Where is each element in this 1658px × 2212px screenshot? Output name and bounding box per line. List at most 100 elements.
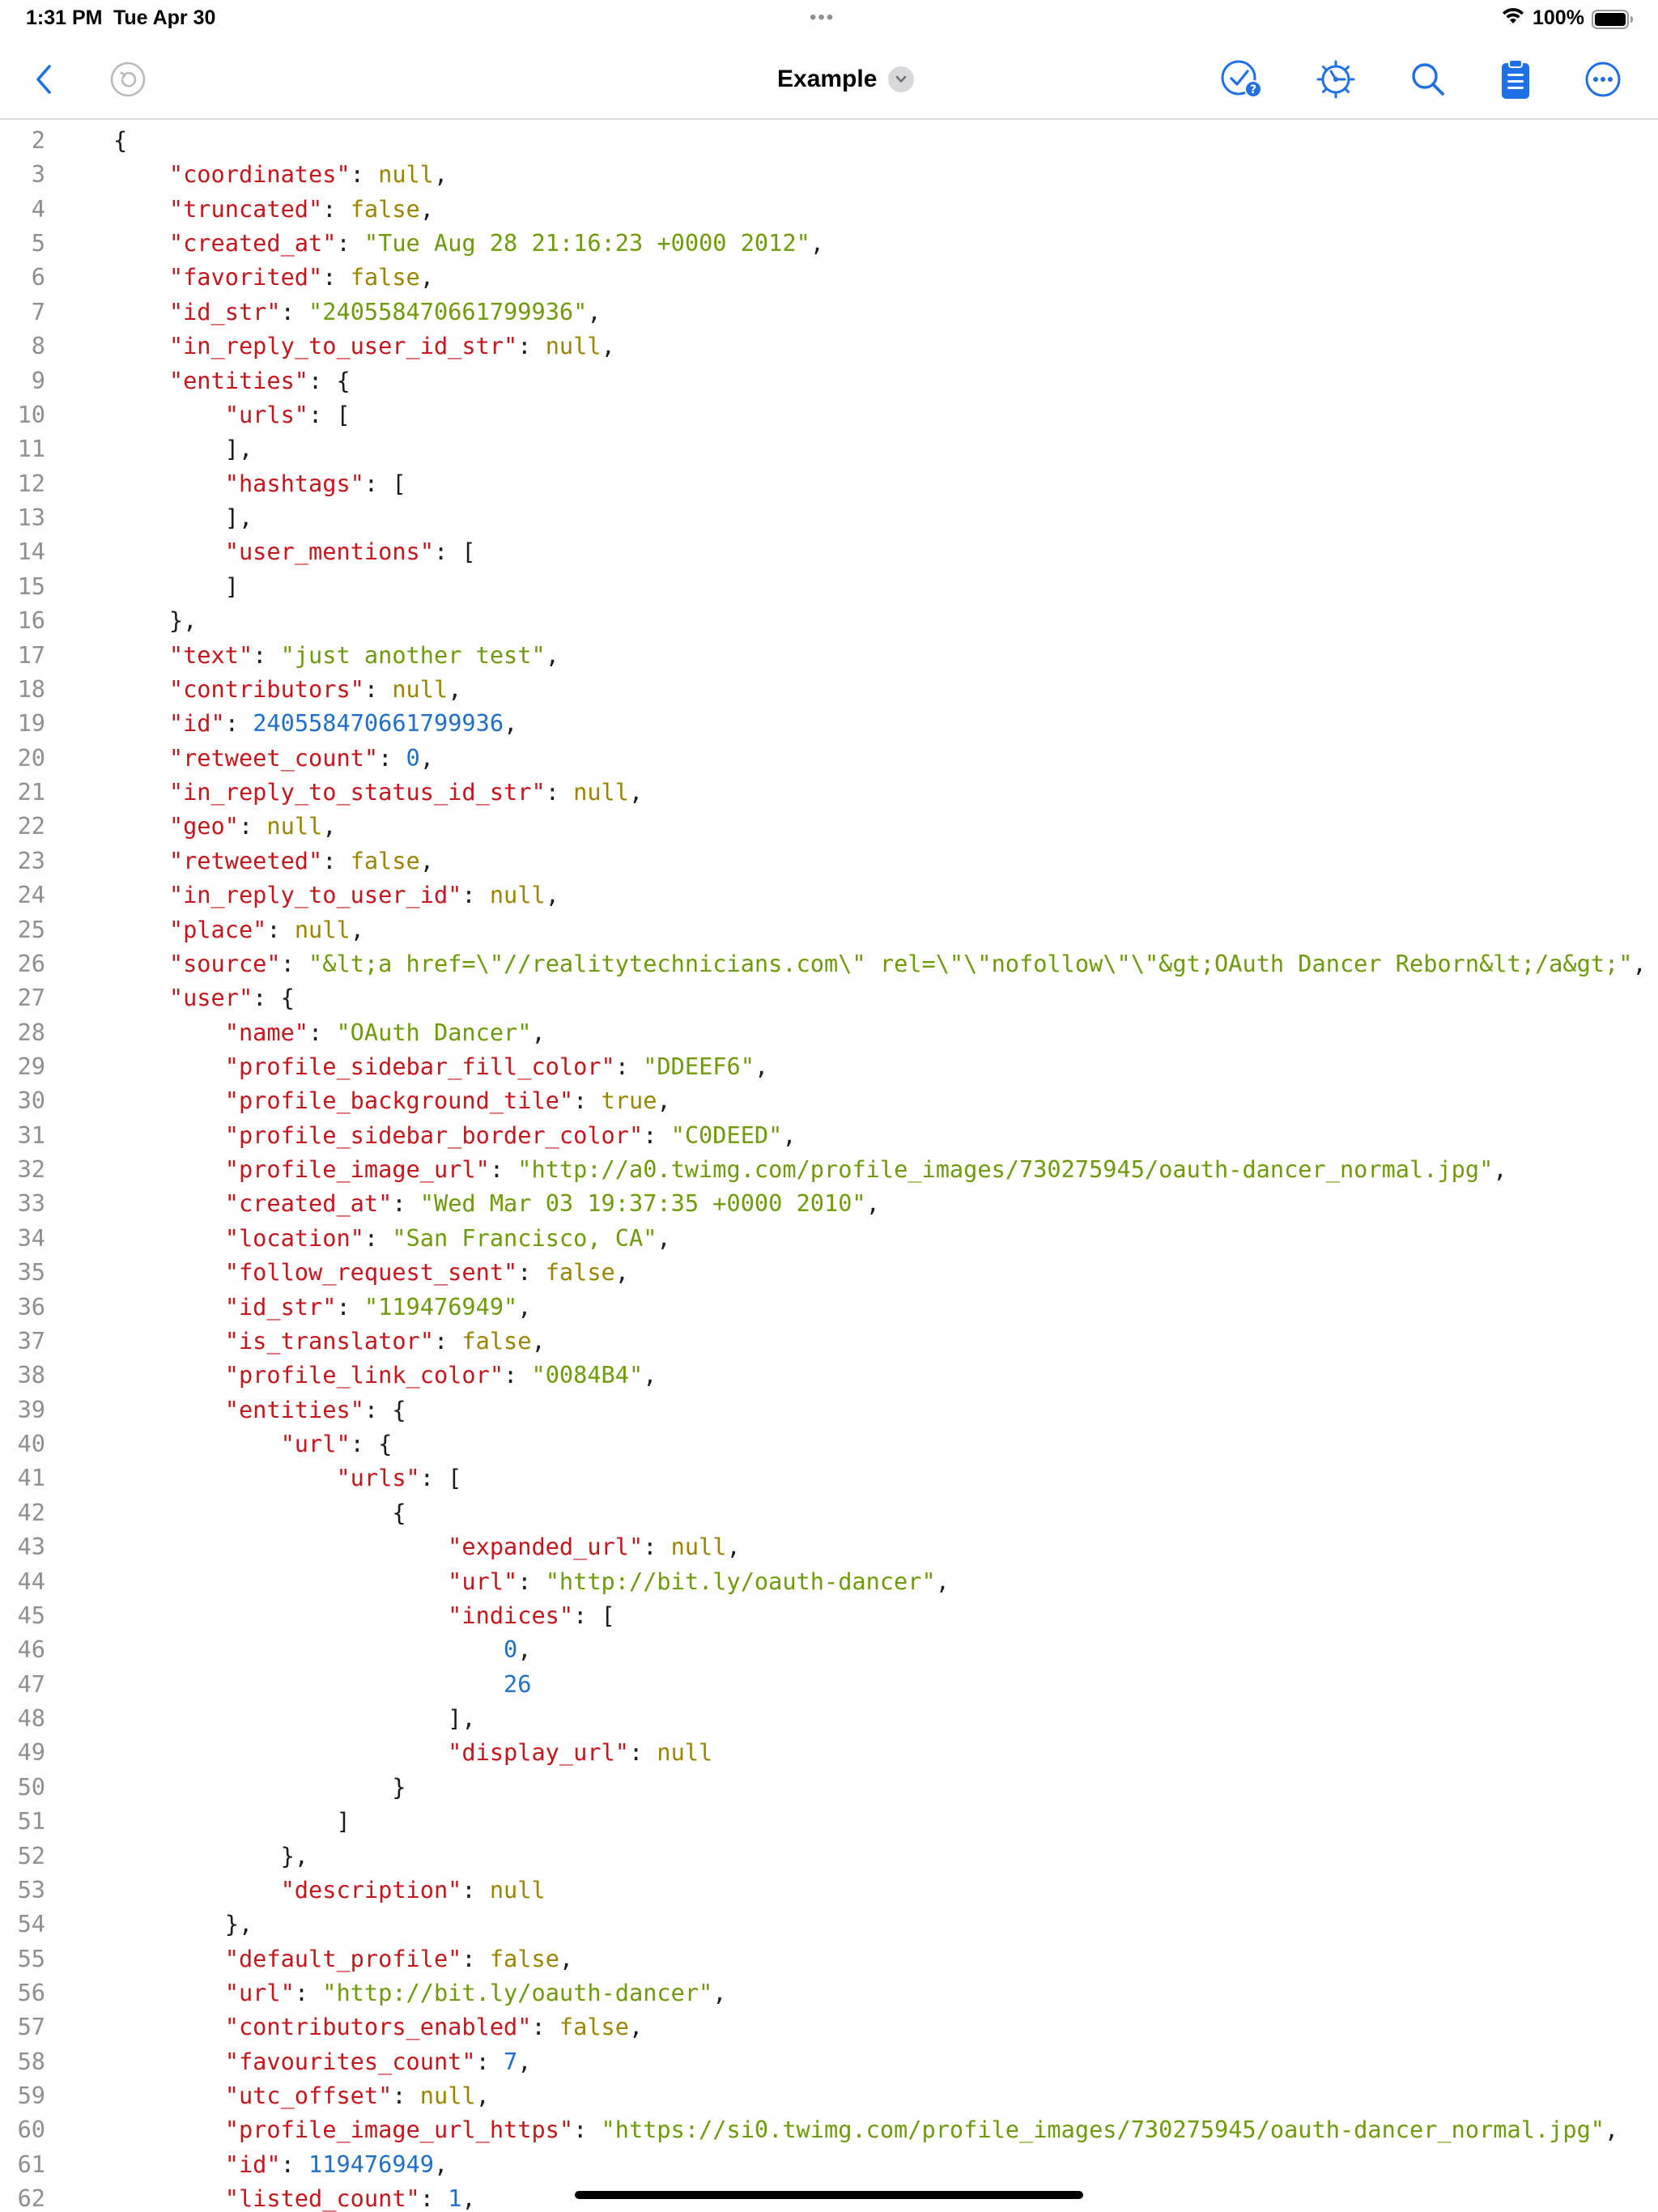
settings-button[interactable] xyxy=(1313,57,1358,102)
code-text[interactable]: "url": { xyxy=(113,1427,393,1461)
code-text[interactable]: "in_reply_to_user_id": null, xyxy=(113,878,559,912)
code-line[interactable]: 26 "source": "&lt;a href=\"//realitytech… xyxy=(0,946,1658,981)
code-text[interactable]: { xyxy=(113,1495,406,1529)
code-text[interactable]: 0, xyxy=(113,1632,531,1666)
code-line[interactable]: 21 "in_reply_to_status_id_str": null, xyxy=(0,775,1658,809)
code-line[interactable]: 15 ] xyxy=(0,569,1658,603)
code-text[interactable]: "place": null, xyxy=(113,912,364,946)
code-text[interactable]: 26 xyxy=(113,1667,531,1701)
code-line[interactable]: 2{ xyxy=(0,123,1658,157)
code-line[interactable]: 40 "url": { xyxy=(0,1427,1658,1461)
code-text[interactable]: } xyxy=(113,1770,406,1804)
code-line[interactable]: 37 "is_translator": false, xyxy=(0,1324,1658,1358)
code-text[interactable]: "name": "OAuth Dancer", xyxy=(113,1015,546,1049)
code-line[interactable]: 5 "created_at": "Tue Aug 28 21:16:23 +00… xyxy=(0,226,1658,260)
undo-button[interactable] xyxy=(105,57,151,102)
search-button[interactable] xyxy=(1405,57,1451,102)
code-line[interactable]: 43 "expanded_url": null, xyxy=(0,1529,1658,1563)
code-editor[interactable]: 2{3 "coordinates": null,4 "truncated": f… xyxy=(0,123,1658,2212)
back-button[interactable] xyxy=(21,57,66,102)
code-text[interactable]: }, xyxy=(113,1839,308,1873)
code-text[interactable]: "text": "just another test", xyxy=(113,638,559,672)
code-text[interactable]: "source": "&lt;a href=\"//realitytechnic… xyxy=(113,946,1647,981)
code-line[interactable]: 19 "id": 240558470661799936, xyxy=(0,706,1658,740)
code-text[interactable]: "profile_sidebar_fill_color": "DDEEF6", xyxy=(113,1049,768,1083)
code-line[interactable]: 56 "url": "http://bit.ly/oauth-dancer", xyxy=(0,1976,1658,2010)
code-line[interactable]: 53 "description": null xyxy=(0,1873,1658,1907)
code-line[interactable]: 8 "in_reply_to_user_id_str": null, xyxy=(0,329,1658,363)
clipboard-button[interactable] xyxy=(1493,57,1538,102)
code-line[interactable]: 24 "in_reply_to_user_id": null, xyxy=(0,878,1658,912)
code-line[interactable]: 59 "utc_offset": null, xyxy=(0,2078,1658,2112)
code-line[interactable]: 33 "created_at": "Wed Mar 03 19:37:35 +0… xyxy=(0,1186,1658,1220)
code-line[interactable]: 36 "id_str": "119476949", xyxy=(0,1290,1658,1324)
code-text[interactable]: "default_profile": false, xyxy=(113,1942,573,1976)
code-text[interactable]: "profile_sidebar_border_color": "C0DEED"… xyxy=(113,1118,797,1152)
code-text[interactable]: "url": "http://bit.ly/oauth-dancer", xyxy=(113,1976,727,2010)
code-text[interactable]: "urls": [ xyxy=(113,398,351,432)
code-line[interactable]: 60 "profile_image_url_https": "https://s… xyxy=(0,2112,1658,2146)
code-text[interactable]: "user_mentions": [ xyxy=(113,534,476,568)
code-text[interactable]: ] xyxy=(113,569,239,603)
code-line[interactable]: 47 26 xyxy=(0,1667,1658,1701)
code-text[interactable]: "hashtags": [ xyxy=(113,466,406,500)
multitasking-dots-icon[interactable]: ••• xyxy=(810,6,835,28)
code-text[interactable]: { xyxy=(113,123,127,157)
code-text[interactable]: ], xyxy=(113,432,253,466)
code-text[interactable]: "contributors": null, xyxy=(113,672,462,706)
code-text[interactable]: }, xyxy=(113,1907,253,1941)
code-text[interactable]: "coordinates": null, xyxy=(113,157,448,191)
code-text[interactable]: ], xyxy=(113,500,253,534)
code-line[interactable]: 49 "display_url": null xyxy=(0,1735,1658,1769)
code-line[interactable]: 44 "url": "http://bit.ly/oauth-dancer", xyxy=(0,1564,1658,1598)
code-line[interactable]: 38 "profile_link_color": "0084B4", xyxy=(0,1358,1658,1392)
code-line[interactable]: 29 "profile_sidebar_fill_color": "DDEEF6… xyxy=(0,1049,1658,1083)
code-text[interactable]: "display_url": null xyxy=(113,1735,712,1769)
code-line[interactable]: 7 "id_str": "240558470661799936", xyxy=(0,295,1658,329)
code-text[interactable]: "id": 240558470661799936, xyxy=(113,706,517,740)
code-line[interactable]: 58 "favourites_count": 7, xyxy=(0,2044,1658,2078)
code-line[interactable]: 27 "user": { xyxy=(0,981,1658,1015)
code-text[interactable]: "created_at": "Tue Aug 28 21:16:23 +0000… xyxy=(113,226,824,260)
code-text[interactable]: "retweeted": false, xyxy=(113,844,434,878)
code-line[interactable]: 14 "user_mentions": [ xyxy=(0,534,1658,568)
code-text[interactable]: "retweet_count": 0, xyxy=(113,741,434,775)
code-text[interactable]: "user": { xyxy=(113,981,295,1015)
code-text[interactable]: "geo": null, xyxy=(113,809,337,843)
code-line[interactable]: 25 "place": null, xyxy=(0,912,1658,946)
code-line[interactable]: 17 "text": "just another test", xyxy=(0,638,1658,672)
code-line[interactable]: 32 "profile_image_url": "http://a0.twimg… xyxy=(0,1152,1658,1186)
code-text[interactable]: "location": "San Francisco, CA", xyxy=(113,1221,671,1255)
code-text[interactable]: "listed_count": 1, xyxy=(113,2181,476,2212)
code-line[interactable]: 57 "contributors_enabled": false, xyxy=(0,2010,1658,2044)
code-text[interactable]: "in_reply_to_status_id_str": null, xyxy=(113,775,643,809)
code-text[interactable]: ], xyxy=(113,1701,475,1735)
code-text[interactable]: "entities": { xyxy=(113,364,351,398)
code-line[interactable]: 23 "retweeted": false, xyxy=(0,844,1658,878)
code-text[interactable]: "id_str": "119476949", xyxy=(113,1290,532,1324)
code-line[interactable]: 12 "hashtags": [ xyxy=(0,466,1658,500)
code-text[interactable]: "is_translator": false, xyxy=(113,1324,546,1358)
code-text[interactable]: "in_reply_to_user_id_str": null, xyxy=(113,329,615,363)
code-text[interactable]: "description": null xyxy=(113,1873,546,1907)
code-text[interactable]: "contributors_enabled": false, xyxy=(113,2010,643,2044)
code-text[interactable]: "id_str": "240558470661799936", xyxy=(113,295,602,329)
code-line[interactable]: 13 ], xyxy=(0,500,1658,534)
code-line[interactable]: 35 "follow_request_sent": false, xyxy=(0,1255,1658,1289)
code-text[interactable]: }, xyxy=(113,603,197,637)
validate-button[interactable]: ? xyxy=(1219,57,1265,102)
more-button[interactable] xyxy=(1580,57,1626,102)
code-text[interactable]: "profile_image_url": "http://a0.twimg.co… xyxy=(113,1152,1507,1186)
code-line[interactable]: 16 }, xyxy=(0,603,1658,637)
code-line[interactable]: 51 ] xyxy=(0,1804,1658,1838)
code-text[interactable]: "profile_image_url_https": "https://si0.… xyxy=(113,2112,1619,2146)
code-text[interactable]: "profile_link_color": "0084B4", xyxy=(113,1358,657,1392)
code-text[interactable]: "follow_request_sent": false, xyxy=(113,1255,629,1289)
code-line[interactable]: 30 "profile_background_tile": true, xyxy=(0,1083,1658,1117)
code-text[interactable]: ] xyxy=(113,1804,350,1838)
code-text[interactable]: "urls": [ xyxy=(113,1461,461,1495)
code-line[interactable]: 9 "entities": { xyxy=(0,364,1658,398)
code-line[interactable]: 20 "retweet_count": 0, xyxy=(0,741,1658,775)
code-text[interactable]: "utc_offset": null, xyxy=(113,2078,490,2112)
code-line[interactable]: 62 "listed_count": 1, xyxy=(0,2181,1658,2212)
